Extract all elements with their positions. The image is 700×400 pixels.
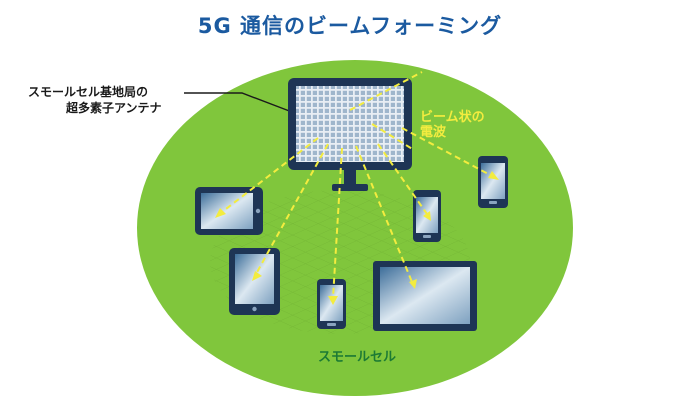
smartphone-center-device [317,279,346,329]
monitor-device [373,261,477,331]
beam-upper-right [349,71,423,111]
beam-label-line2: 電波 [420,125,447,140]
beam-to-smartphone-middle [377,143,428,215]
smartphone-right-device [478,156,508,208]
beam-to-tablet-portrait [255,143,329,275]
beam-to-tablet-landscape [221,137,319,213]
antenna-label-line1: スモールセル基地局の [28,85,149,99]
beam-label-line1: ビーム状の [420,110,485,125]
antenna-label: スモールセル基地局の 超多素子アンテナ [28,84,218,116]
tablet-landscape-device [195,187,263,235]
small-cell-label: スモールセル [317,350,396,365]
beams [221,71,493,299]
antenna-label-line2: 超多素子アンテナ [66,101,162,115]
beam-center-right [371,123,415,151]
beam-to-smartphone-center [332,147,343,299]
tablet-portrait-device [229,248,280,315]
beam-arrowheads [215,171,499,305]
beam-to-smartphone-right [401,127,493,177]
antenna-leader-line [184,92,293,113]
beam-label: ビーム状の 電波 [420,110,485,140]
page-title: 5G 通信のビームフォーミング [197,14,503,38]
beam-to-monitor [355,145,413,283]
